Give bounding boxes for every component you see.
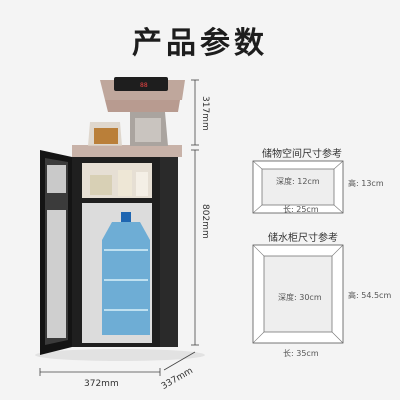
storage-title: 储物空间尺寸参考 <box>262 149 342 160</box>
bucket-depth: 深度: 30cm <box>278 293 322 302</box>
svg-text:88: 88 <box>140 82 148 89</box>
page-title: 产品参数 <box>132 26 268 61</box>
height-bottom-label: 802mm <box>200 204 210 239</box>
storage-length: 长: 25cm <box>283 205 319 214</box>
bucket-title: 储水柜尺寸参考 <box>268 233 338 244</box>
control-panel <box>114 77 168 91</box>
width-label: 372mm <box>84 379 119 389</box>
height-top-label: 317mm <box>200 96 210 131</box>
storage-height: 高: 13cm <box>348 179 384 188</box>
bucket-height: 高: 54.5cm <box>348 291 392 300</box>
bucket-length: 长: 35cm <box>283 349 319 358</box>
storage-depth: 深度: 12cm <box>276 177 320 186</box>
